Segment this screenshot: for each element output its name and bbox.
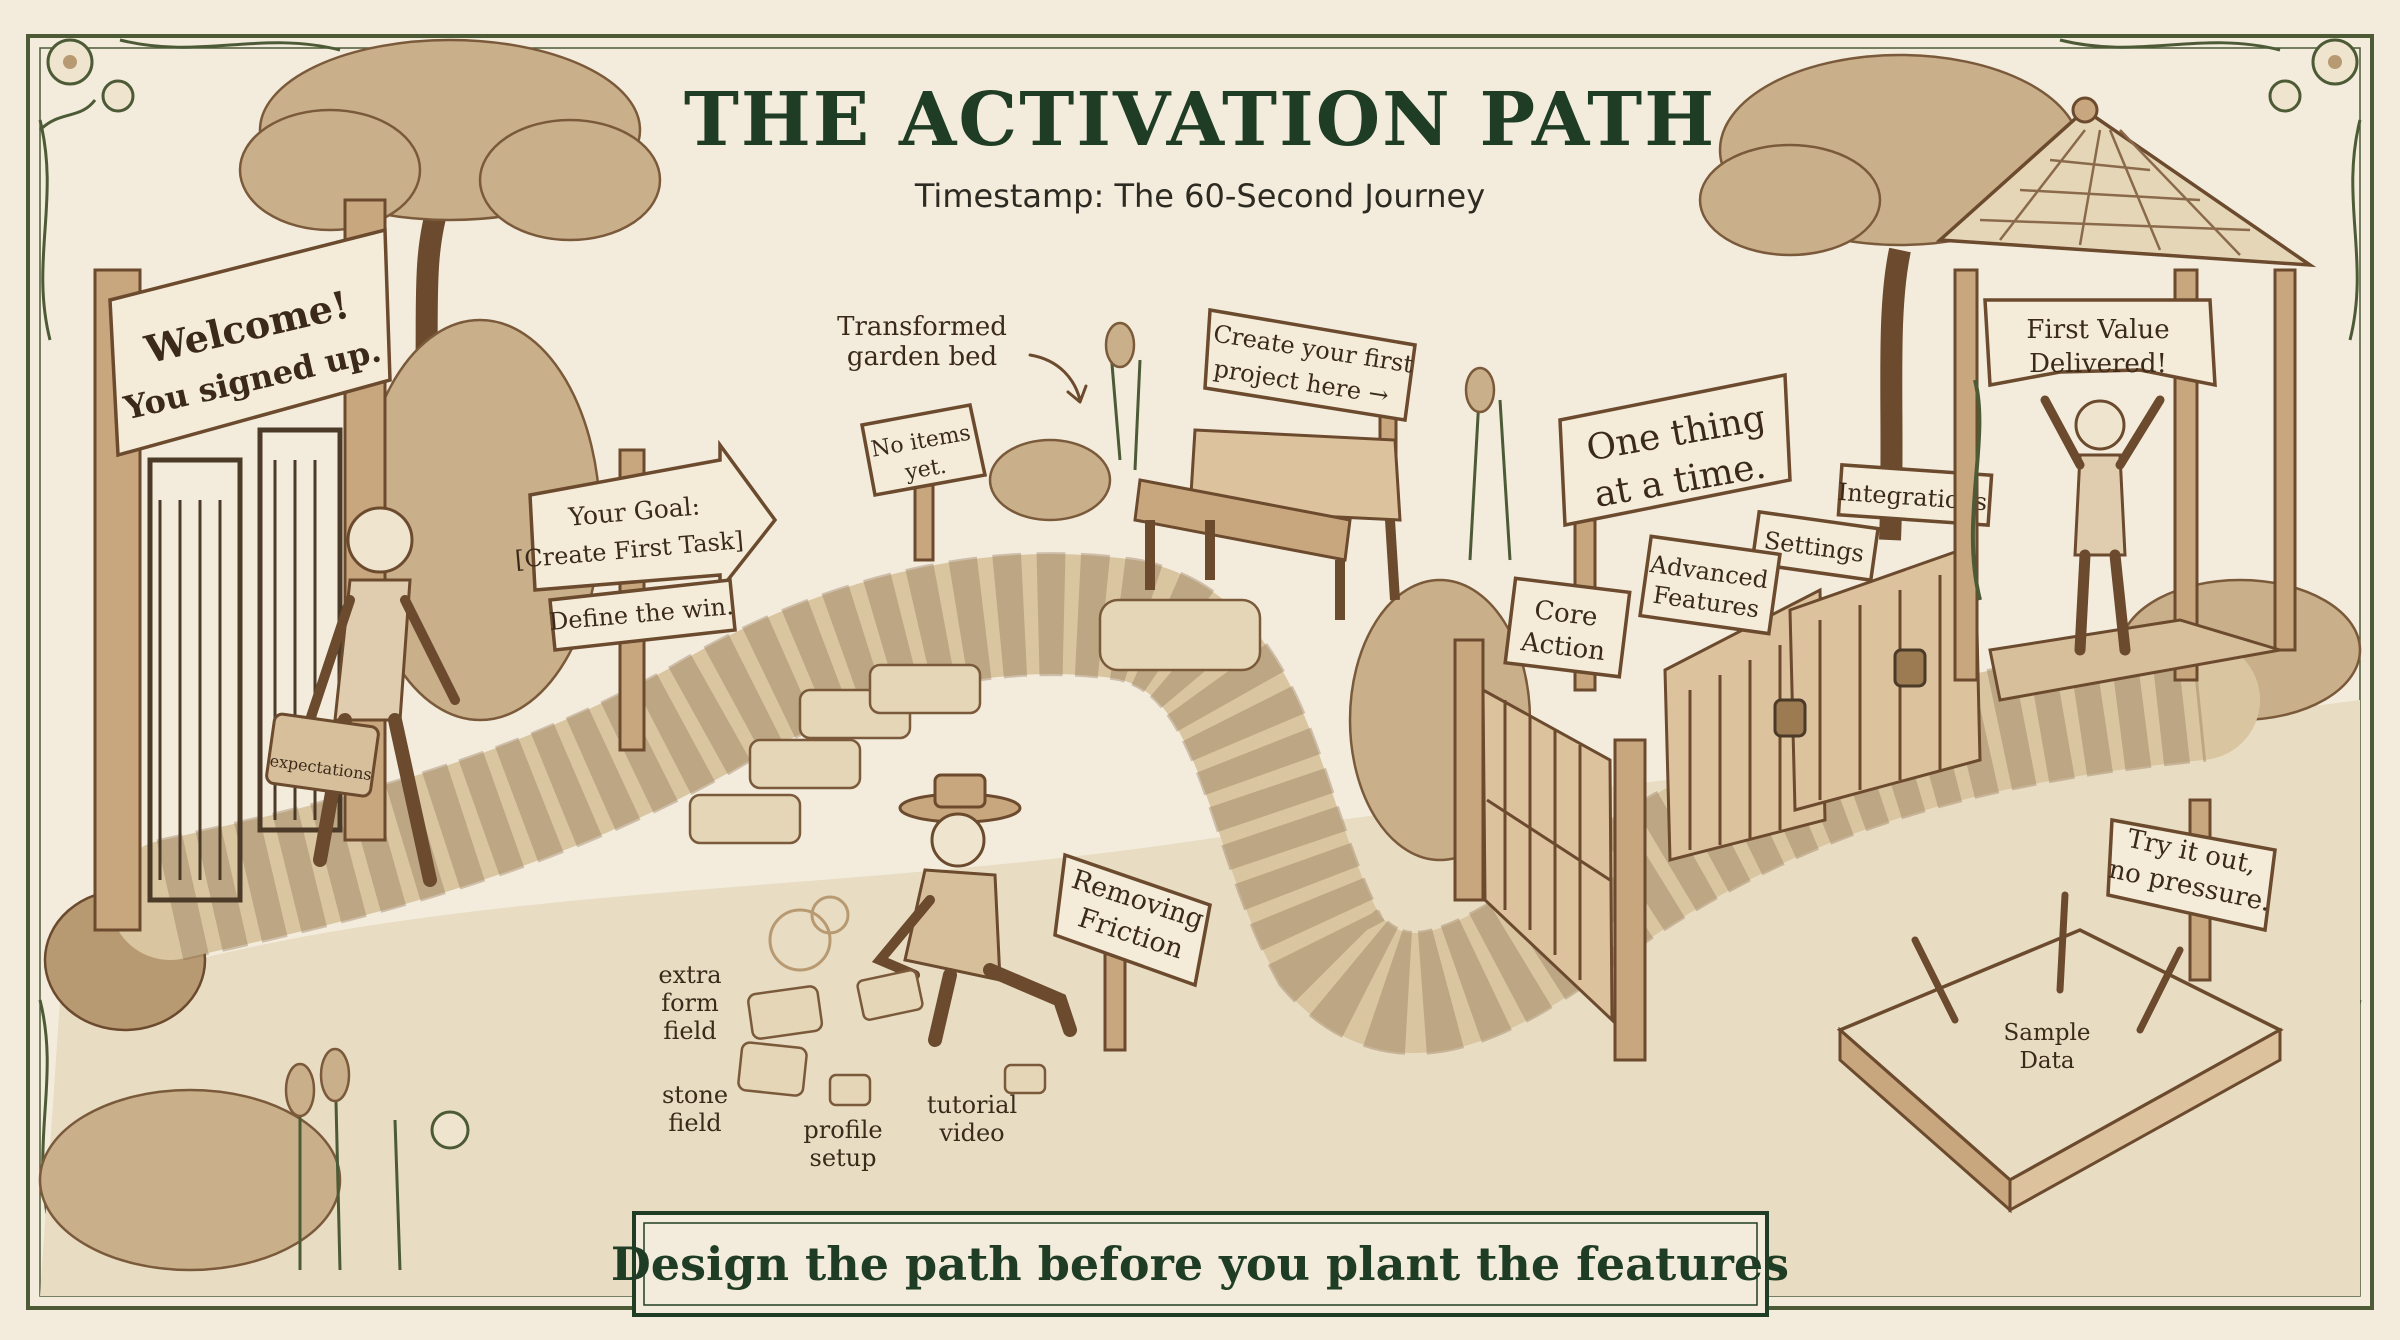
stone-label-tutorial-line2: video (938, 1119, 1004, 1147)
sandbox-icon (1836, 891, 2284, 1214)
transformed-label-line1: Transformed (837, 312, 1007, 342)
sample-data-line2: Data (2019, 1048, 2074, 1074)
stone-label-tutorial-line1: tutorial (927, 1091, 1017, 1119)
garden-bench-icon (1133, 428, 1402, 620)
core-action-sign: Core Action (1503, 576, 1632, 679)
footer-banner-text: Design the path before you plant the fea… (611, 1237, 1789, 1291)
try-it-out-sign: Try it out, no pressure. (2106, 798, 2277, 982)
walking-person-icon: expectations (265, 506, 460, 887)
garden-flowers-icon (988, 321, 1512, 561)
one-thing-sign: One thing at a time. (1558, 372, 1792, 692)
transformed-arrow-icon (1028, 353, 1088, 404)
sample-data-line1: Sample (2004, 1020, 2091, 1046)
welcome-sign: Welcome! You signed up. (108, 227, 392, 458)
page-subtitle: Timestamp: The 60-Second Journey (914, 177, 1485, 215)
stone-label-stone-line1: stone (662, 1081, 728, 1109)
stone-label-profile-line2: setup (810, 1144, 877, 1172)
locked-gates (1663, 542, 1982, 862)
celebrating-person-icon (2040, 395, 2165, 656)
stone-label-extra-line2: form (661, 989, 719, 1017)
corner-flower-top-left-icon (38, 38, 135, 132)
advanced-features-sign: Advanced Features (1638, 534, 1782, 636)
no-items-sign: No items yet. (859, 402, 988, 562)
page-title: THE ACTIVATION PATH (684, 77, 1716, 163)
open-gate-icon (1453, 638, 1647, 1062)
stone-plinth (1098, 598, 1262, 672)
stone-label-stone-line2: field (668, 1109, 721, 1137)
foxglove-flowers-icon (284, 1047, 470, 1271)
footer-banner: Design the path before you plant the fea… (611, 1211, 1789, 1317)
goal-sign: Your Goal: [Create First Task] Define th… (514, 439, 778, 752)
stone-label-profile-line1: profile (803, 1116, 882, 1144)
create-project-sign: Create your first project here → (1203, 307, 1417, 492)
stone-label-extra-line1: extra (658, 961, 721, 989)
stone-label-extra-line3: field (663, 1017, 716, 1045)
removed-stones (737, 895, 1047, 1107)
bush-bottom-left-icon (38, 1088, 342, 1272)
gardener-icon (856, 773, 1077, 1047)
first-value-line2: Delivered! (2029, 349, 2167, 379)
transformed-label-line2: garden bed (847, 342, 997, 372)
first-value-banner: First Value Delivered! (1983, 298, 2217, 388)
corner-flower-top-right-icon (2268, 38, 2359, 113)
stepping-stones (688, 663, 982, 845)
first-value-line1: First Value (2026, 315, 2169, 345)
